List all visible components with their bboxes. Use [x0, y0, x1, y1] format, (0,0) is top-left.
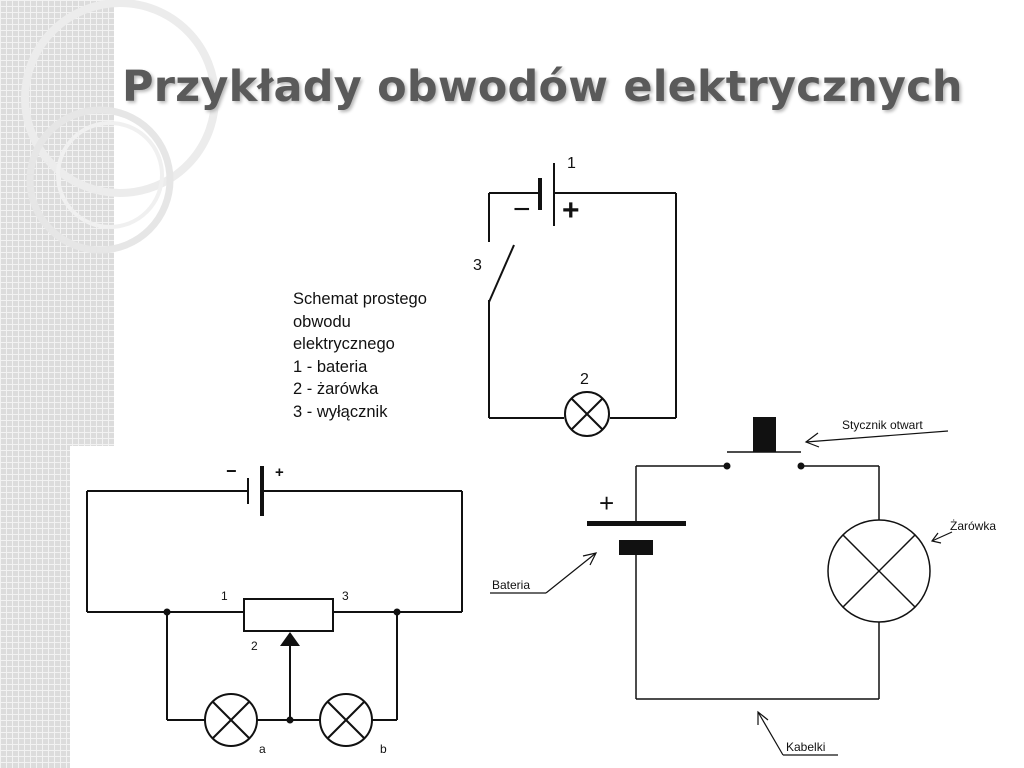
pot-battery-plus: +: [275, 464, 284, 481]
resistor-wiper-2-label: 2: [251, 639, 258, 653]
junction-dot: [163, 608, 171, 616]
bulb-a-icon: [204, 693, 258, 747]
bulb-label: Żarówka: [950, 519, 996, 533]
legend-item-bulb: 2 - żarówka: [293, 380, 379, 398]
resistor-terminal-3-label: 3: [342, 589, 349, 603]
potentiometer-wiper-arrow: [280, 632, 300, 646]
simple-bulb-label: 2: [580, 371, 589, 388]
pot-battery-minus: −: [226, 461, 237, 481]
simple-battery-label: 1: [567, 155, 576, 172]
legend-line: obwodu: [293, 312, 351, 331]
annotated-bulb-icon: [827, 519, 931, 623]
resistor-terminal-1-label: 1: [221, 589, 228, 603]
potentiometer-resistor: [243, 598, 334, 632]
legend-line: elektrycznego: [293, 335, 395, 353]
wires-label: Kabelki: [786, 740, 825, 754]
contactor-terminal-dot: [723, 462, 731, 470]
contactor-label: Stycznik otwart: [842, 418, 923, 432]
battery-positive-plate: [587, 521, 686, 526]
simple-switch-label: 3: [473, 257, 482, 274]
battery-label: Bateria: [492, 578, 530, 592]
decorative-rings: [21, 0, 219, 254]
contactor-button: [753, 417, 776, 452]
bulb-a-label: a: [259, 742, 266, 756]
annotated-battery-plus: +: [599, 488, 614, 518]
circuit-legend: Schemat prostego obwodu elektrycznego 1 …: [293, 288, 427, 423]
legend-item-battery: 1 - bateria: [293, 357, 368, 376]
bulb-b-label: b: [380, 742, 387, 756]
contactor-terminal-dot: [797, 462, 805, 470]
bulb-b-icon: [319, 693, 373, 747]
legend-item-switch: 3 - wyłącznik: [293, 402, 388, 421]
annotation-arrows: [490, 430, 953, 756]
simple-bulb-icon: [564, 391, 610, 437]
slide-title: Przykłady obwodów elektrycznych: [122, 62, 963, 112]
simple-battery-minus: −: [513, 193, 531, 226]
junction-dot: [393, 608, 401, 616]
battery-negative-plate: [619, 540, 653, 555]
legend-line: Schemat prostego: [293, 290, 427, 308]
simple-battery-plus: +: [562, 194, 580, 227]
junction-dot: [286, 716, 294, 724]
